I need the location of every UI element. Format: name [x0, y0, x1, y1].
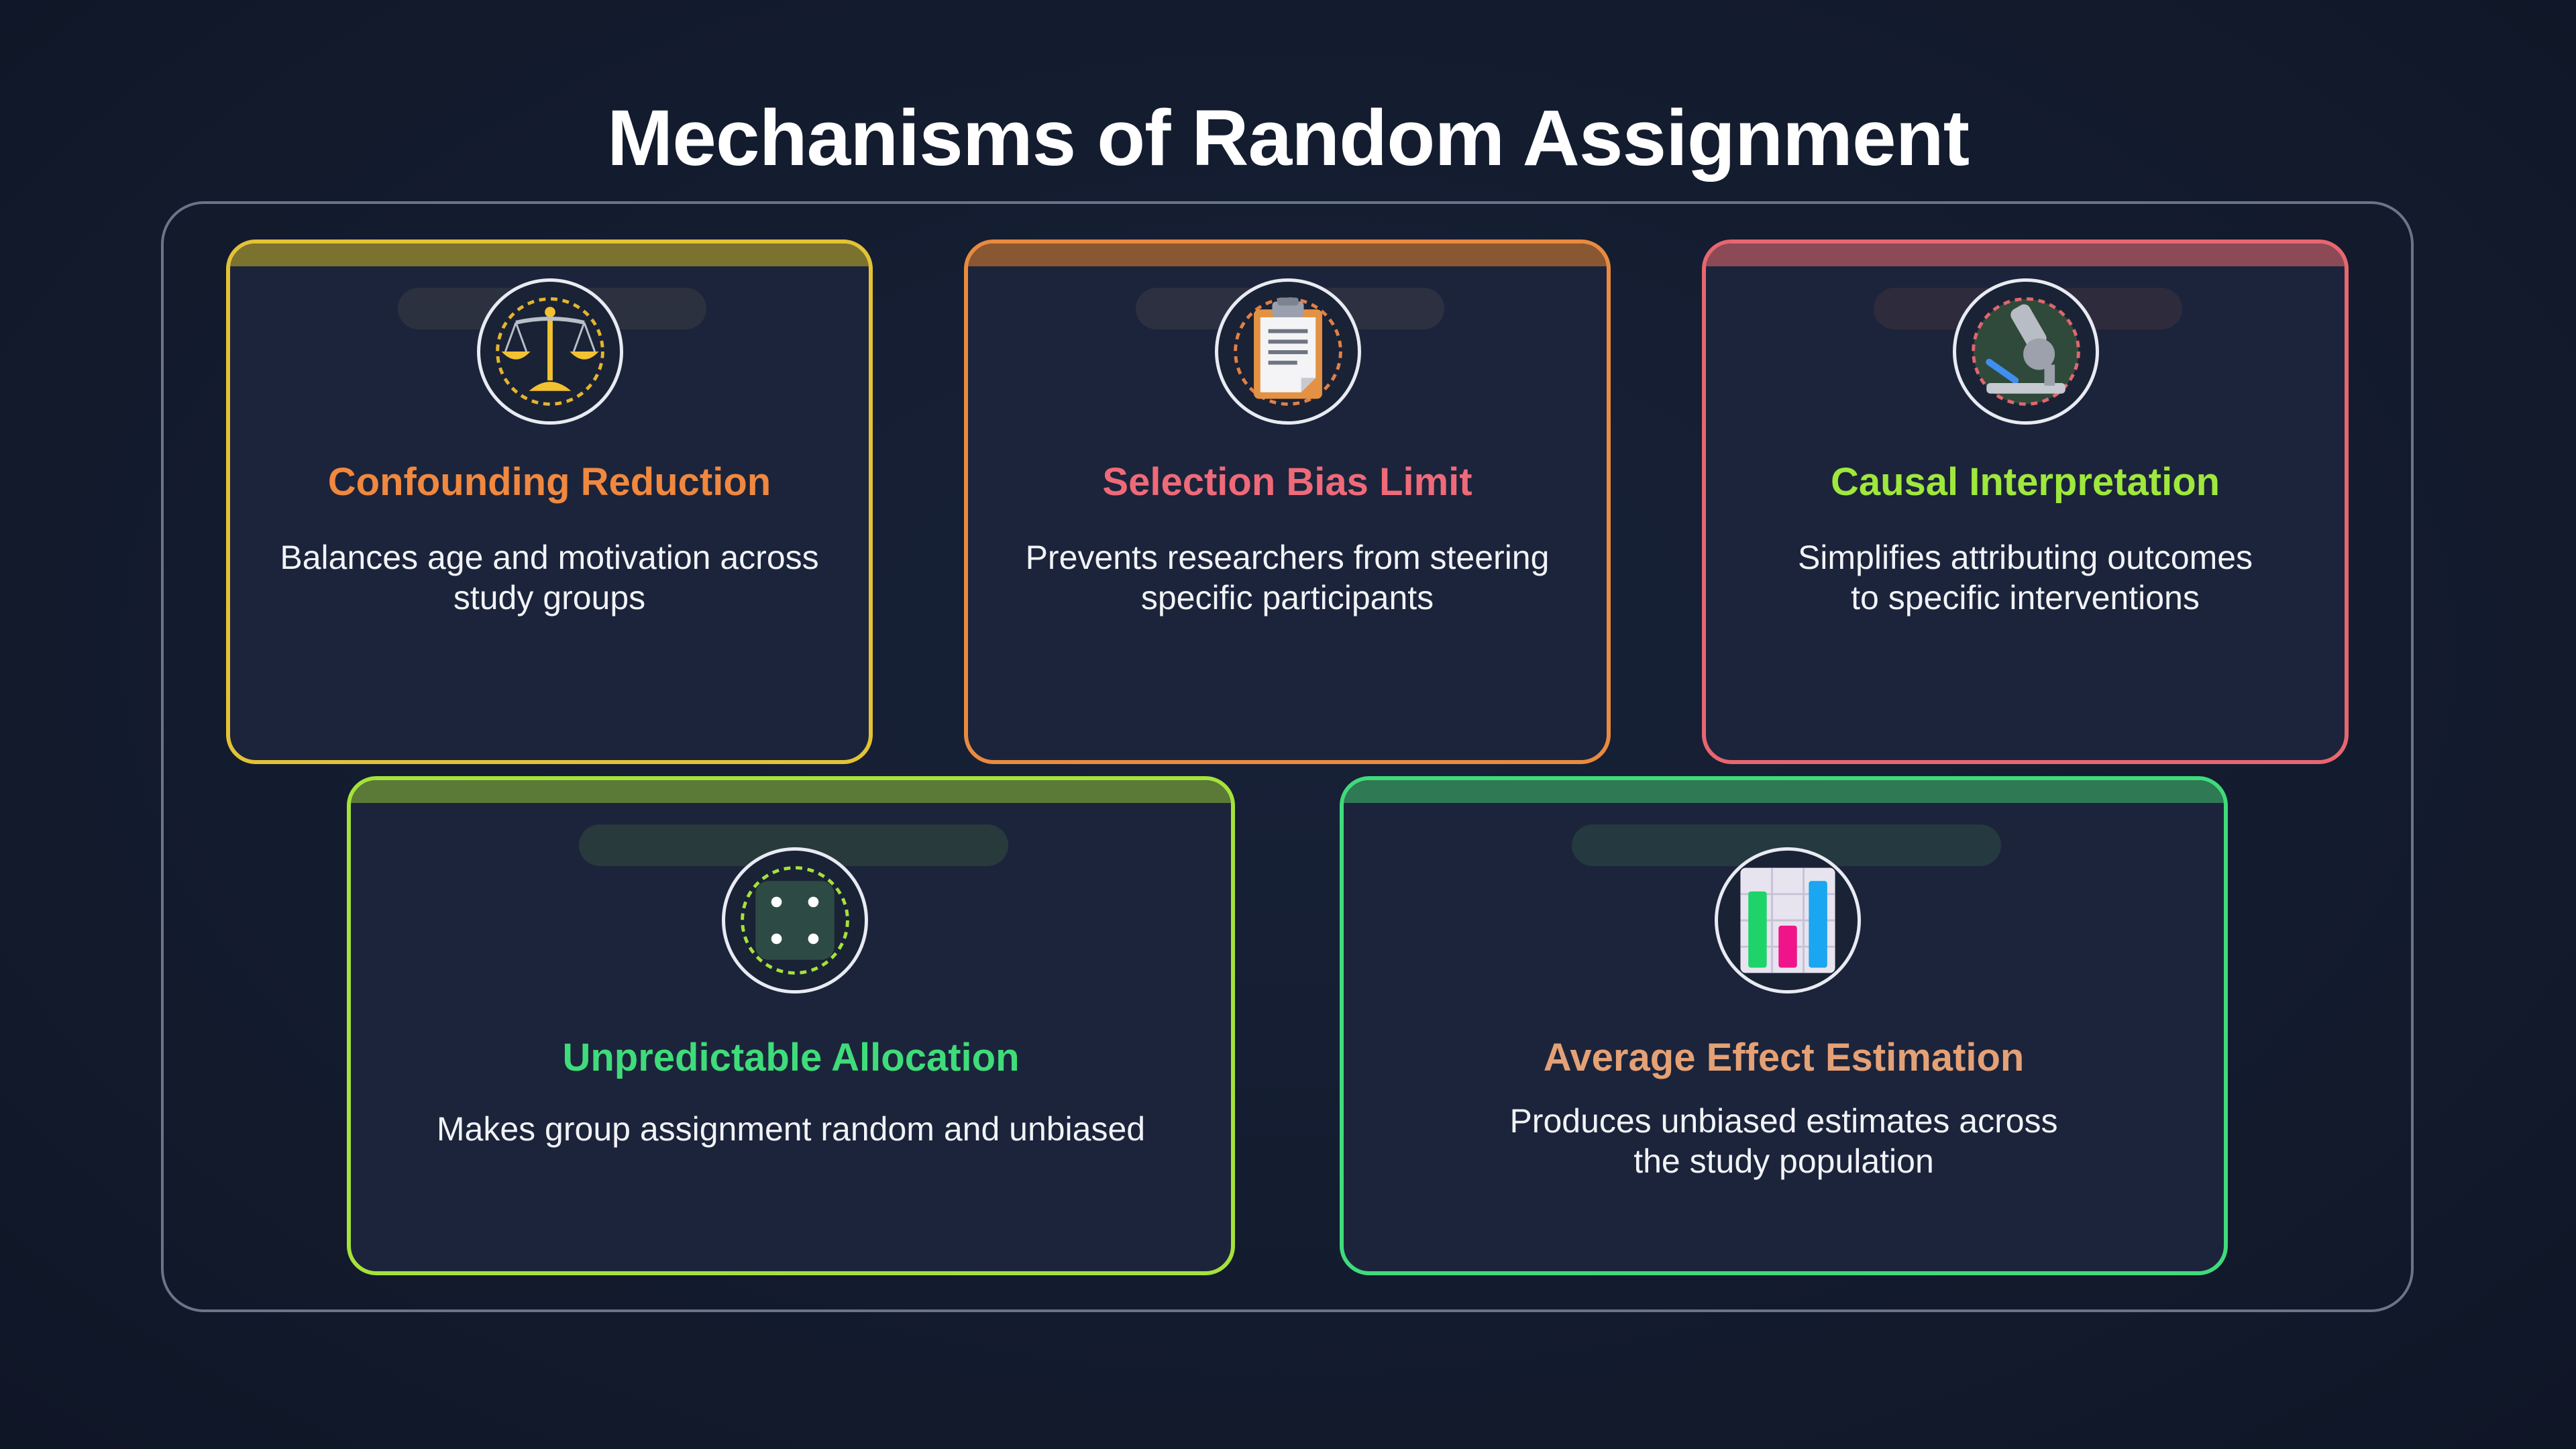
content-frame	[161, 201, 2414, 1312]
card-header-bar	[351, 780, 1231, 803]
card-description-line: Simplifies attributing outcomes	[1797, 539, 2253, 576]
card-description-line: to specific interventions	[1851, 579, 2200, 616]
bar-chart-icon	[1715, 847, 1861, 994]
card-description-line: Prevents researchers from steering	[1025, 539, 1550, 576]
card-description: Balances age and motivation across study…	[244, 537, 855, 618]
card-description-line: study groups	[453, 579, 646, 616]
card-description-line: Makes group assignment random and unbias…	[436, 1110, 1146, 1148]
card-confounding-reduction: Confounding Reduction Balances age and m…	[226, 239, 873, 764]
card-description: Makes group assignment random and unbias…	[364, 1109, 1218, 1149]
clipboard-icon	[1215, 278, 1361, 425]
card-description-line: Produces unbiased estimates across	[1509, 1102, 2058, 1140]
card-title: Selection Bias Limit	[1102, 460, 1472, 504]
microscope-icon	[1953, 278, 2099, 425]
card-title: Confounding Reduction	[327, 460, 771, 504]
card-average-effect-estimation: Average Effect Estimation Produces unbia…	[1340, 776, 2228, 1275]
card-description: Simplifies attributing outcomes to speci…	[1719, 537, 2331, 618]
card-header-bar	[1344, 780, 2224, 803]
page-title: Mechanisms of Random Assignment	[607, 94, 1970, 182]
dice-icon	[722, 847, 868, 994]
card-selection-bias-limit: Selection Bias Limit Prevents researcher…	[964, 239, 1611, 764]
card-title: Average Effect Estimation	[1543, 1036, 2025, 1079]
card-header-bar	[230, 244, 869, 266]
card-description-line: Balances age and motivation across	[280, 539, 819, 576]
card-description: Produces unbiased estimates across the s…	[1357, 1101, 2210, 1181]
card-description-line: specific participants	[1140, 579, 1434, 616]
card-title: Unpredictable Allocation	[562, 1036, 1020, 1079]
card-causal-interpretation: Causal Interpretation Simplifies attribu…	[1702, 239, 2349, 764]
card-header-bar	[1706, 244, 2345, 266]
card-unpredictable-allocation: Unpredictable Allocation Makes group ass…	[347, 776, 1235, 1275]
card-title: Causal Interpretation	[1830, 460, 2220, 504]
card-description-line: the study population	[1633, 1142, 1934, 1180]
balance-scale-icon	[477, 278, 623, 425]
card-description: Prevents researchers from steering speci…	[981, 537, 1593, 618]
card-header-bar	[968, 244, 1607, 266]
